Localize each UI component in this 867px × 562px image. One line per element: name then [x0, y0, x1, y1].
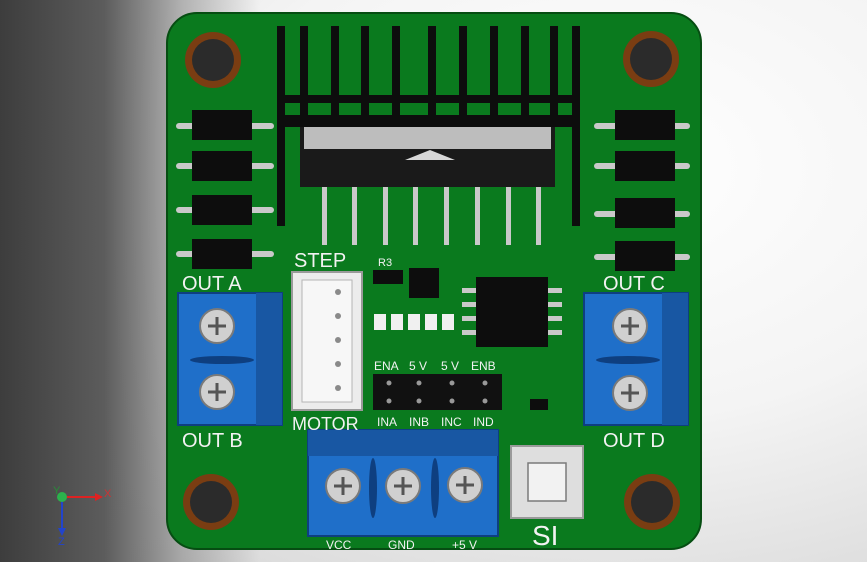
label-si: SI [532, 520, 558, 551]
si-switch [510, 445, 584, 519]
label-out-d: OUT D [603, 430, 665, 452]
resistor-r3 [373, 270, 403, 284]
mounting-hole-top-left [185, 32, 241, 88]
label-ena: ENA [374, 359, 399, 373]
chip-leads [322, 187, 541, 245]
diodes-left [176, 110, 274, 269]
label-inb: INB [409, 415, 429, 429]
diodes-right [594, 110, 690, 271]
label-5v-right: 5 V [441, 359, 459, 373]
pin-header [373, 374, 502, 410]
mounting-hole-bottom-left [183, 474, 239, 530]
mounting-hole-bottom-right [624, 474, 680, 530]
label-ind: IND [473, 415, 494, 429]
heatsink [277, 26, 580, 226]
label-out-a: OUT A [182, 273, 242, 295]
led-row [374, 314, 454, 330]
label-out-b: OUT B [182, 430, 243, 452]
label-ina: INA [377, 415, 397, 429]
axis-triad: X Y Z [53, 485, 112, 548]
axis-z-label: Z [58, 536, 65, 548]
axis-x-label: X [104, 488, 112, 500]
label-5v-left: 5 V [409, 359, 427, 373]
terminal-power [307, 429, 499, 537]
label-plus5v: +5 V [452, 538, 477, 552]
small-smd [530, 399, 548, 410]
label-enb: ENB [471, 359, 496, 373]
label-gnd: GND [388, 538, 415, 552]
label-r3: R3 [378, 257, 392, 269]
soic-chip [462, 277, 562, 347]
label-motor: MOTOR [292, 414, 359, 434]
axis-y-label: Y [53, 485, 61, 497]
terminal-out-ab [177, 292, 283, 426]
label-step: STEP [294, 250, 346, 272]
driver-chip [300, 127, 555, 187]
label-out-c: OUT C [603, 273, 665, 295]
terminal-out-cd [583, 292, 689, 426]
label-vcc: VCC [326, 538, 352, 552]
label-inc: INC [441, 415, 462, 429]
regulator-chip [409, 268, 439, 298]
step-motor-connector [291, 271, 363, 411]
mounting-hole-top-right [623, 31, 679, 87]
